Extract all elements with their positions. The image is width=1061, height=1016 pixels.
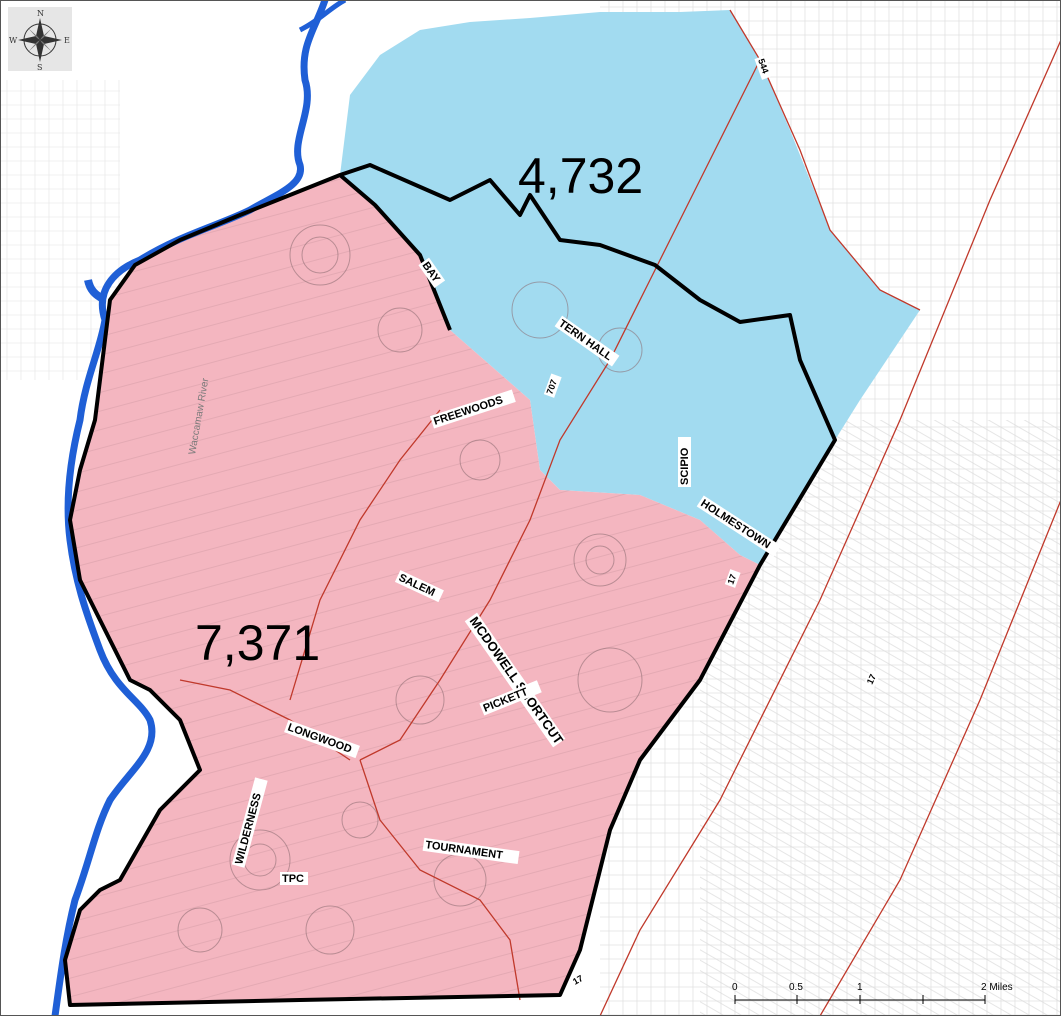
scale-tick-0-5: 0.5 [789, 982, 803, 993]
north-zone-area[interactable] [340, 10, 920, 565]
district-boundary [63, 163, 837, 1007]
route-label-17-a: 17 [725, 573, 738, 586]
compass-n: N [37, 9, 44, 18]
river-branch-north [298, 0, 347, 33]
compass-e: E [64, 36, 70, 45]
compass-rose: N S W E [8, 7, 72, 72]
road-label-scipio: SCIPIO [679, 447, 691, 485]
road-label-tpc: TPC [282, 873, 304, 885]
scale-bar: 0 0.5 1 2 Miles [732, 982, 1013, 1004]
north-zone-population: 4,732 [518, 148, 643, 204]
route-label-707: 707 [544, 378, 559, 396]
scale-tick-0: 0 [732, 982, 738, 993]
route-label-17-b: 17 [865, 673, 878, 686]
scale-tick-1: 1 [857, 982, 863, 993]
route-label-544: 544 [756, 57, 771, 75]
route-label-17-c: 17 [571, 973, 585, 987]
south-zone-population: 7,371 [195, 615, 320, 671]
route-labels: 544 707 17 17 17 [543, 55, 881, 989]
compass-w: W [9, 36, 18, 45]
scale-tick-2-miles: 2 Miles [981, 982, 1013, 993]
compass-s: S [37, 63, 42, 72]
river-branch-west [84, 279, 107, 304]
waccamaw-river [51, 0, 329, 1016]
